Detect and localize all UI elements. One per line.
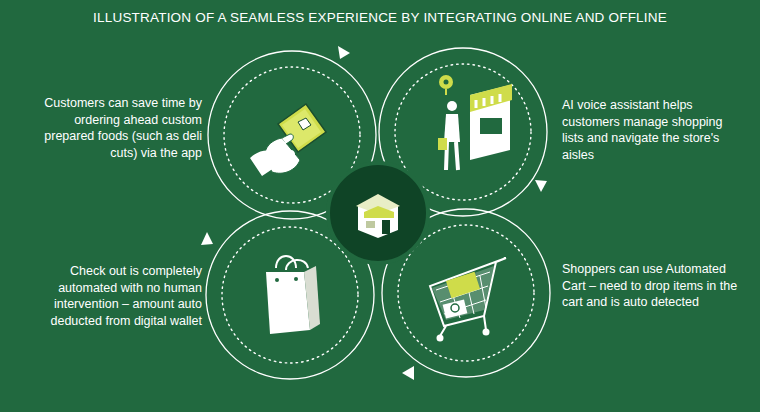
cycle-rings: [206, 48, 550, 379]
shopping-bag-icon: [266, 256, 320, 334]
shopper-store-icon: [438, 75, 512, 170]
cycle-arrowheads: [201, 46, 547, 380]
bottom-strip: [0, 412, 760, 420]
phone-hand-icon: [250, 104, 326, 176]
step-description: Shoppers can use Automated Cart – need t…: [562, 261, 742, 311]
step-description: AI voice assistant helps customers manag…: [562, 97, 742, 163]
step-description: Check out is completely automated with n…: [22, 263, 202, 329]
dotted-rings: [222, 64, 534, 363]
diagram-title: ILLUSTRATION OF A SEAMLESS EXPERIENCE BY…: [0, 10, 760, 25]
step-description: Customers can save time by ordering ahea…: [22, 95, 202, 161]
automated-cart-icon: [430, 258, 506, 342]
hub-circle: [328, 163, 428, 263]
store-icon: [356, 194, 400, 238]
